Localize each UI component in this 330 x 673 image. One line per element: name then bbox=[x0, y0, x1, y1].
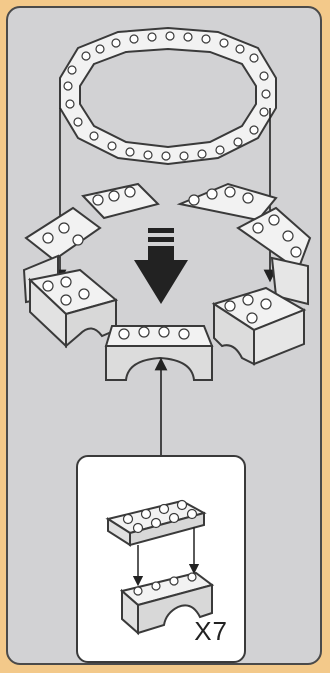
down-arrow-icon bbox=[134, 228, 188, 304]
quantity-label: X7 bbox=[194, 616, 228, 647]
substep-callout: X7 bbox=[76, 455, 246, 663]
top-plate-ring bbox=[60, 28, 276, 164]
instruction-panel: X7 bbox=[6, 6, 322, 665]
